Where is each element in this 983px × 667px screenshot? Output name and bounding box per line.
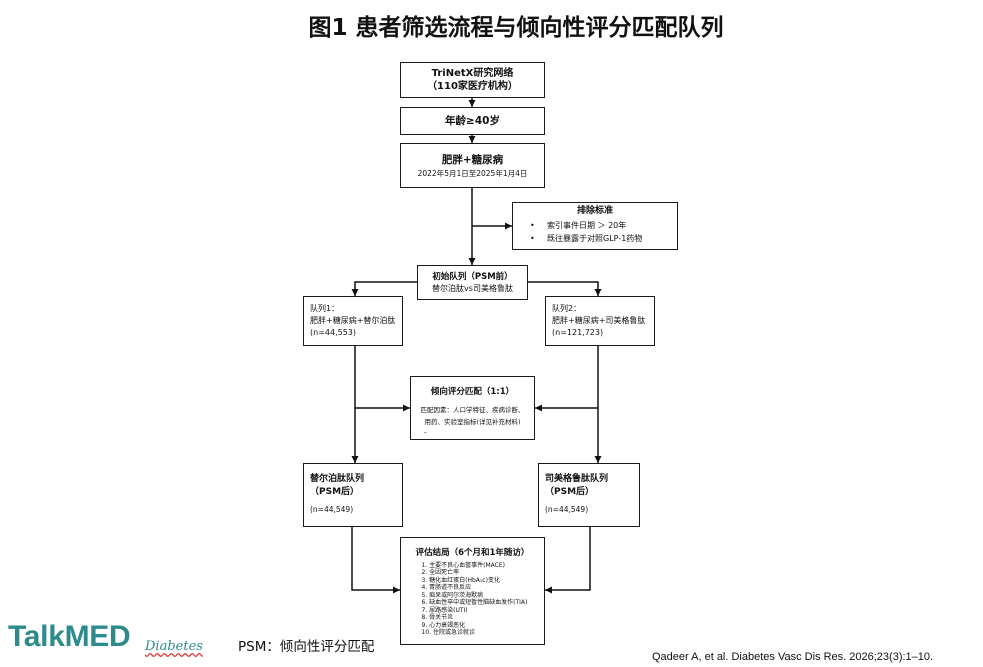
age-label: 年龄≥40岁 bbox=[445, 115, 500, 127]
box-cohort-2: 队列2： 肥胖+糖尿病+司美格鲁肽 (n=121,723) bbox=[545, 296, 655, 346]
logo-tagline: Diabetes bbox=[145, 639, 203, 654]
box-age-criterion: 年龄≥40岁 bbox=[400, 107, 545, 135]
matched1-name: 替尔泊肽队列 bbox=[310, 474, 365, 484]
outcome-item: 10. 住院或急诊就诊 bbox=[421, 629, 475, 636]
outcome-item: 1. 主要不良心血管事件(MACE) bbox=[421, 561, 505, 569]
outcome-item: 3. 糖化血红蛋白(HbA₁c)变化 bbox=[421, 576, 500, 584]
connector-matched1-to-outcomes bbox=[351, 527, 400, 594]
initial-cohort-title: 初始队列（PSM前） bbox=[432, 272, 513, 282]
abbreviation-note: PSM：倾向性评分匹配 bbox=[238, 639, 375, 655]
exclusion-title: 排除标准 bbox=[576, 206, 613, 216]
outcome-item: 9. 心力衰竭恶化 bbox=[421, 621, 466, 629]
citation: Qadeer A, et al. Diabetes Vasc Dis Res. … bbox=[652, 651, 934, 663]
exclusion-item: • 既往暴露于对照GLP-1药物 bbox=[530, 233, 677, 246]
outcome-item: 2. 全因死亡率 bbox=[421, 569, 460, 576]
source-name: TriNetX研究网络 bbox=[431, 68, 514, 79]
box-initial-cohort: 初始队列（PSM前） 替尔泊肽vs司美格鲁肽 bbox=[417, 265, 528, 300]
condition-date-range: 2022年5月1日至2025年1月4日 bbox=[417, 168, 528, 178]
initial-cohort-comparison: 替尔泊肽vs司美格鲁肽 bbox=[432, 284, 513, 293]
bullet-icon: • bbox=[530, 221, 535, 230]
bullet-icon: • bbox=[530, 233, 535, 243]
matched2-name: 司美格鲁肽队列 bbox=[545, 474, 609, 484]
connector-matched2-to-outcomes bbox=[545, 527, 591, 594]
exclusion-item: • 索引事件日期 ＞ 20年 bbox=[530, 220, 677, 233]
outcome-item: 5. 痴呆或阿尔茨海默病 bbox=[421, 591, 484, 599]
matched2-stage: （PSM后） bbox=[545, 487, 595, 497]
connector-group bbox=[351, 98, 602, 594]
connector-initial-to-cohort1 bbox=[351, 281, 417, 296]
condition-label: 肥胖+糖尿病 bbox=[441, 153, 504, 166]
cohort2-label: 队列2： bbox=[552, 304, 582, 313]
box-exclusion-criteria: 排除标准 • 索引事件日期 ＞ 20年 • 既往暴露于对照GLP-1药物 bbox=[512, 202, 678, 250]
box-data-source: TriNetX研究网络 （110家医疗机构） bbox=[400, 62, 545, 98]
outcome-item: 8. 骨关节炎 bbox=[421, 614, 454, 621]
box-outcomes: 评估结局（6个月和1年随访） 1. 主要不良心血管事件(MACE) 2. 全因死… bbox=[400, 537, 545, 645]
cohort2-definition: 肥胖+糖尿病+司美格鲁肽 bbox=[552, 316, 646, 325]
outcomes-list: 1. 主要不良心血管事件(MACE) 2. 全因死亡率 3. 糖化血红蛋白(Hb… bbox=[401, 562, 544, 637]
exclusion-list: • 索引事件日期 ＞ 20年 • 既往暴露于对照GLP-1药物 bbox=[513, 220, 677, 245]
psm-factors: 匹配因素：人口学特征、疾病诊断、 用药、实验室指标(详见补充材料) bbox=[411, 404, 534, 428]
cohort1-definition: 肥胖+糖尿病+替尔泊肽 bbox=[310, 316, 396, 325]
box-matched-cohort-2: 司美格鲁肽队列 （PSM后） (n=44,549) bbox=[538, 463, 640, 527]
cohort1-label: 队列1： bbox=[310, 304, 340, 313]
cohort1-count: (n=44,553) bbox=[310, 328, 357, 337]
outcomes-title: 评估结局（6个月和1年随访） bbox=[415, 547, 530, 558]
outcome-item: 6. 缺血性卒中或短暂性脑缺血发作(TIA) bbox=[421, 599, 528, 606]
psm-mark: - bbox=[424, 428, 427, 437]
talkmed-logo: TalkMED bbox=[8, 620, 131, 653]
psm-factors-line: 匹配因素：人口学特征、疾病诊断、 bbox=[420, 405, 525, 414]
psm-factors-line: 用药、实验室指标(详见补充材料) bbox=[424, 417, 521, 426]
source-detail: （110家医疗机构） bbox=[427, 81, 518, 92]
cohort2-count: (n=121,723) bbox=[552, 328, 604, 337]
matched1-count: (n=44,549) bbox=[310, 505, 354, 514]
matched1-stage: （PSM后） bbox=[310, 487, 360, 497]
box-cohort-1: 队列1： 肥胖+糖尿病+替尔泊肽 (n=44,553) bbox=[303, 296, 403, 346]
matched2-count: (n=44,549) bbox=[545, 505, 589, 514]
connector-initial-to-cohort2 bbox=[528, 281, 602, 296]
outcome-item: 4. 胃肠道不良反应 bbox=[421, 584, 472, 591]
exclusion-item-text: 既往暴露于对照GLP-1药物 bbox=[547, 233, 643, 243]
box-propensity-matching: 倾向评分匹配（1:1） 匹配因素：人口学特征、疾病诊断、 用药、实验室指标(详见… bbox=[410, 376, 535, 440]
figure-title: 图1 患者筛选流程与倾向性评分匹配队列 bbox=[308, 15, 724, 41]
exclusion-item-text: 索引事件日期 ＞ 20年 bbox=[547, 221, 627, 230]
psm-title: 倾向评分匹配（1:1） bbox=[430, 386, 515, 397]
box-condition-criterion: 肥胖+糖尿病 2022年5月1日至2025年1月4日 bbox=[400, 143, 545, 188]
outcome-item: 7. 尿路感染(UTI) bbox=[421, 606, 468, 614]
box-matched-cohort-1: 替尔泊肽队列 （PSM后） (n=44,549) bbox=[303, 463, 403, 527]
